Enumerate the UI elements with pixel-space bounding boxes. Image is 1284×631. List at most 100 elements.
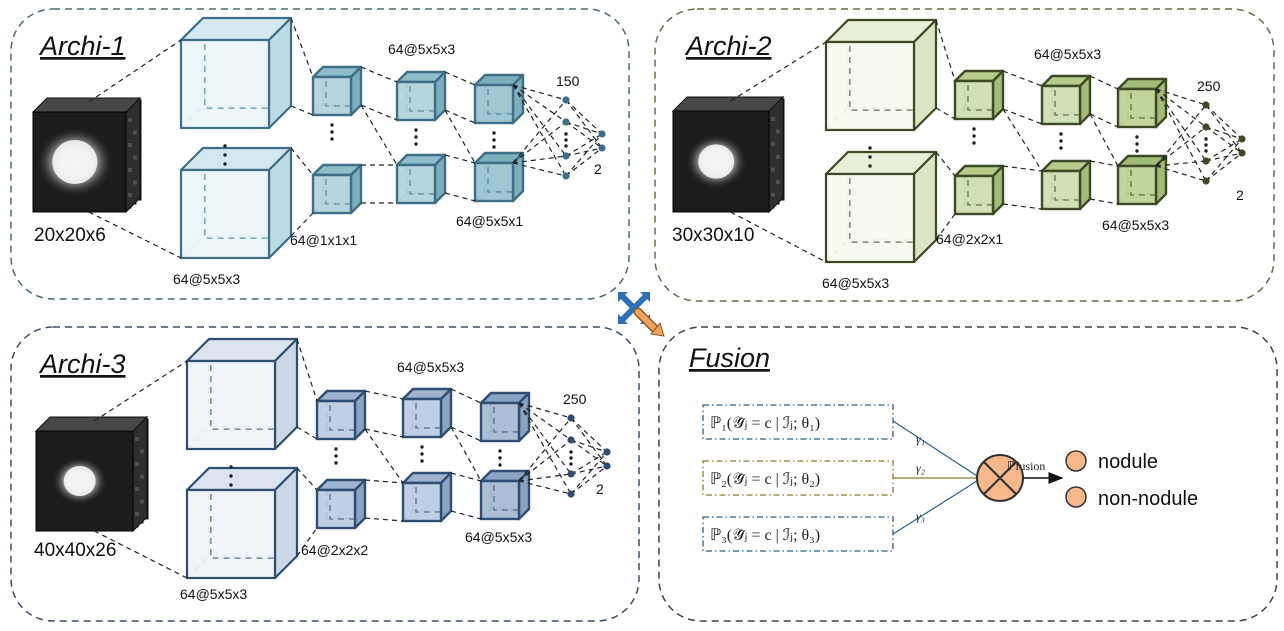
panel-archi-3 <box>10 326 640 622</box>
archi-1-input-volume <box>31 96 142 214</box>
archi-2-fc-node <box>1202 123 1210 131</box>
archi-3-network <box>34 337 611 580</box>
archi-2-fc-node <box>1202 101 1210 109</box>
archi-3-conv4-ellipsis <box>498 449 502 467</box>
archi-3-conv2-cube-top <box>315 389 367 441</box>
archi-3-conv4-cube-top <box>479 391 531 443</box>
archi-1-conv4-cube-bottom <box>473 151 525 203</box>
archi-2-layer2-label: 64@2x2x1 <box>936 231 1003 247</box>
archi-3-out-label: 2 <box>596 481 604 497</box>
archi-1-network <box>31 16 606 260</box>
archi-1-fc-label: 150 <box>556 73 580 89</box>
archi-2-conv2-cube-top <box>953 69 1005 121</box>
non-nodule-label: non-nodule <box>1098 488 1198 510</box>
archi-2-conv3-cube-bottom <box>1040 159 1092 211</box>
archi-2-layer4-label: 64@5x5x3 <box>1102 217 1169 233</box>
archi-3-fc-node <box>567 414 575 422</box>
archi-2-out-label: 2 <box>1236 187 1244 203</box>
archi-1-fc-node <box>562 172 570 180</box>
archi-2-conv3-cube-top <box>1040 74 1092 126</box>
gamma-1-label: γ₁ <box>916 432 925 446</box>
archi-2-conv2-ellipsis <box>972 127 976 145</box>
non-nodule-node <box>1065 486 1087 508</box>
archi-1-conv2-cube-bottom <box>311 163 363 215</box>
archi-1-conv1-cube-bottom <box>179 146 293 260</box>
archi-2-conv4-cube-bottom <box>1116 154 1168 206</box>
fusion-diagram: ℙ₁(𝒴̂ⱼ = c | ℐⱼ; θ₁) ℙ₂(𝒴̂ⱼ = c | ℐⱼ; θ₂… <box>702 404 1198 552</box>
move-arrows-icon <box>618 292 665 337</box>
archi-2-conv1-cube-top <box>824 18 938 132</box>
archi-2-fc-node <box>1202 177 1210 185</box>
archi-3-fc-ellipsis <box>569 450 573 466</box>
archi-3-conv4-cube-bottom <box>479 469 531 521</box>
fusion-edge-1 <box>892 420 978 477</box>
archi-2-output-node <box>1238 135 1246 143</box>
archi-2-conv1-ellipsis <box>868 146 872 168</box>
archi-3-conv1-cube-bottom <box>185 466 299 580</box>
archi-3-layer2-label: 64@2x2x2 <box>301 542 368 558</box>
archi-3-conv2-ellipsis <box>334 447 338 465</box>
archi-2-conv3-ellipsis <box>1059 132 1063 150</box>
fusion-prob-label: ℙfusion <box>1007 459 1045 473</box>
archi-2-conv4-cube-top <box>1116 77 1168 129</box>
archi-3-output-node <box>603 462 611 470</box>
archi-2-layer3-label: 64@5x5x3 <box>1034 46 1101 62</box>
archi-2-input-volume <box>671 95 785 214</box>
archi-1-conv1-ellipsis <box>223 144 227 166</box>
archi-3-conv3-cube-top <box>401 387 453 439</box>
archi-1-title: Archi-1 <box>38 31 126 61</box>
archi-1-conv1-cube-top <box>179 16 293 130</box>
archi-3-fc-node <box>567 490 575 498</box>
gamma-2-label: γ₂ <box>916 461 925 475</box>
archi-1-layer2-label: 64@1x1x1 <box>290 232 357 248</box>
archi-1-conv2-ellipsis <box>330 123 334 141</box>
fusion-prob-box-1 <box>702 404 894 440</box>
archi-2-conv1-cube-bottom <box>824 150 938 264</box>
archi-2-fc-layer <box>1155 88 1246 185</box>
gamma-3-label: γ₃ <box>916 509 925 523</box>
fusion-prob-1: ℙ₁(𝒴̂ⱼ = c | ℐⱼ; θ₁) <box>710 415 820 432</box>
archi-1-fc-ellipsis <box>564 132 568 148</box>
archi-1-conv4-ellipsis <box>492 131 496 149</box>
archi-2-layer1-label: 64@5x5x3 <box>822 275 889 291</box>
archi-2-conv4-ellipsis <box>1135 135 1139 153</box>
archi-1-conv3-ellipsis <box>414 128 418 146</box>
archi-3-layer3-label: 64@5x5x3 <box>397 359 464 375</box>
archi-1-layer4-label: 64@5x5x1 <box>456 213 523 229</box>
archi-1-layer1-label: 64@5x5x3 <box>173 271 240 287</box>
archi-1-output-node <box>598 144 606 152</box>
archi-2-input-size: 30x30x10 <box>672 225 754 246</box>
archi-3-title: Archi-3 <box>38 349 126 379</box>
archi-1-input-size: 20x20x6 <box>34 225 106 246</box>
archi-3-layer1-label: 64@5x5x3 <box>180 586 247 602</box>
nodule-node <box>1065 450 1087 472</box>
archi-3-conv1-cube-top <box>185 337 299 451</box>
archi-2-fc-ellipsis <box>1204 137 1208 153</box>
archi-2-network <box>671 18 1246 264</box>
fusion-prob-3: ℙ₃(𝒴̂ⱼ = c | ℐⱼ; θ₃) <box>710 527 820 544</box>
panel-fusion <box>658 326 1278 622</box>
archi-3-fc-label: 250 <box>563 391 587 407</box>
fusion-title: Fusion <box>689 343 770 373</box>
archi-3-output-node <box>603 448 611 456</box>
archi-3-layer4-label: 64@5x5x3 <box>465 529 532 545</box>
archi-3-fc-node <box>567 436 575 444</box>
panel-archi-1 <box>10 8 630 300</box>
fusion-edge-3 <box>892 480 978 535</box>
archi-3-input-volume <box>34 415 149 533</box>
archi-1-fc-layer <box>512 84 606 180</box>
archi-3-conv1-ellipsis <box>229 465 233 487</box>
archi-1-conv2-cube-top <box>311 65 363 117</box>
panel-archi-2 <box>654 8 1275 302</box>
archi-2-fc-node <box>1202 157 1210 165</box>
archi-1-output-node <box>598 130 606 138</box>
archi-2-output-node <box>1238 149 1246 157</box>
nodule-label: nodule <box>1098 451 1158 473</box>
archi-3-conv2-cube-bottom <box>315 478 367 530</box>
archi-1-layer3-label: 64@5x5x3 <box>388 41 455 57</box>
archi-2-conv2-cube-bottom <box>953 164 1005 216</box>
archi-1-fc-node <box>562 152 570 160</box>
archi-1-fc-node <box>562 96 570 104</box>
archi-2-title: Archi-2 <box>684 31 772 61</box>
